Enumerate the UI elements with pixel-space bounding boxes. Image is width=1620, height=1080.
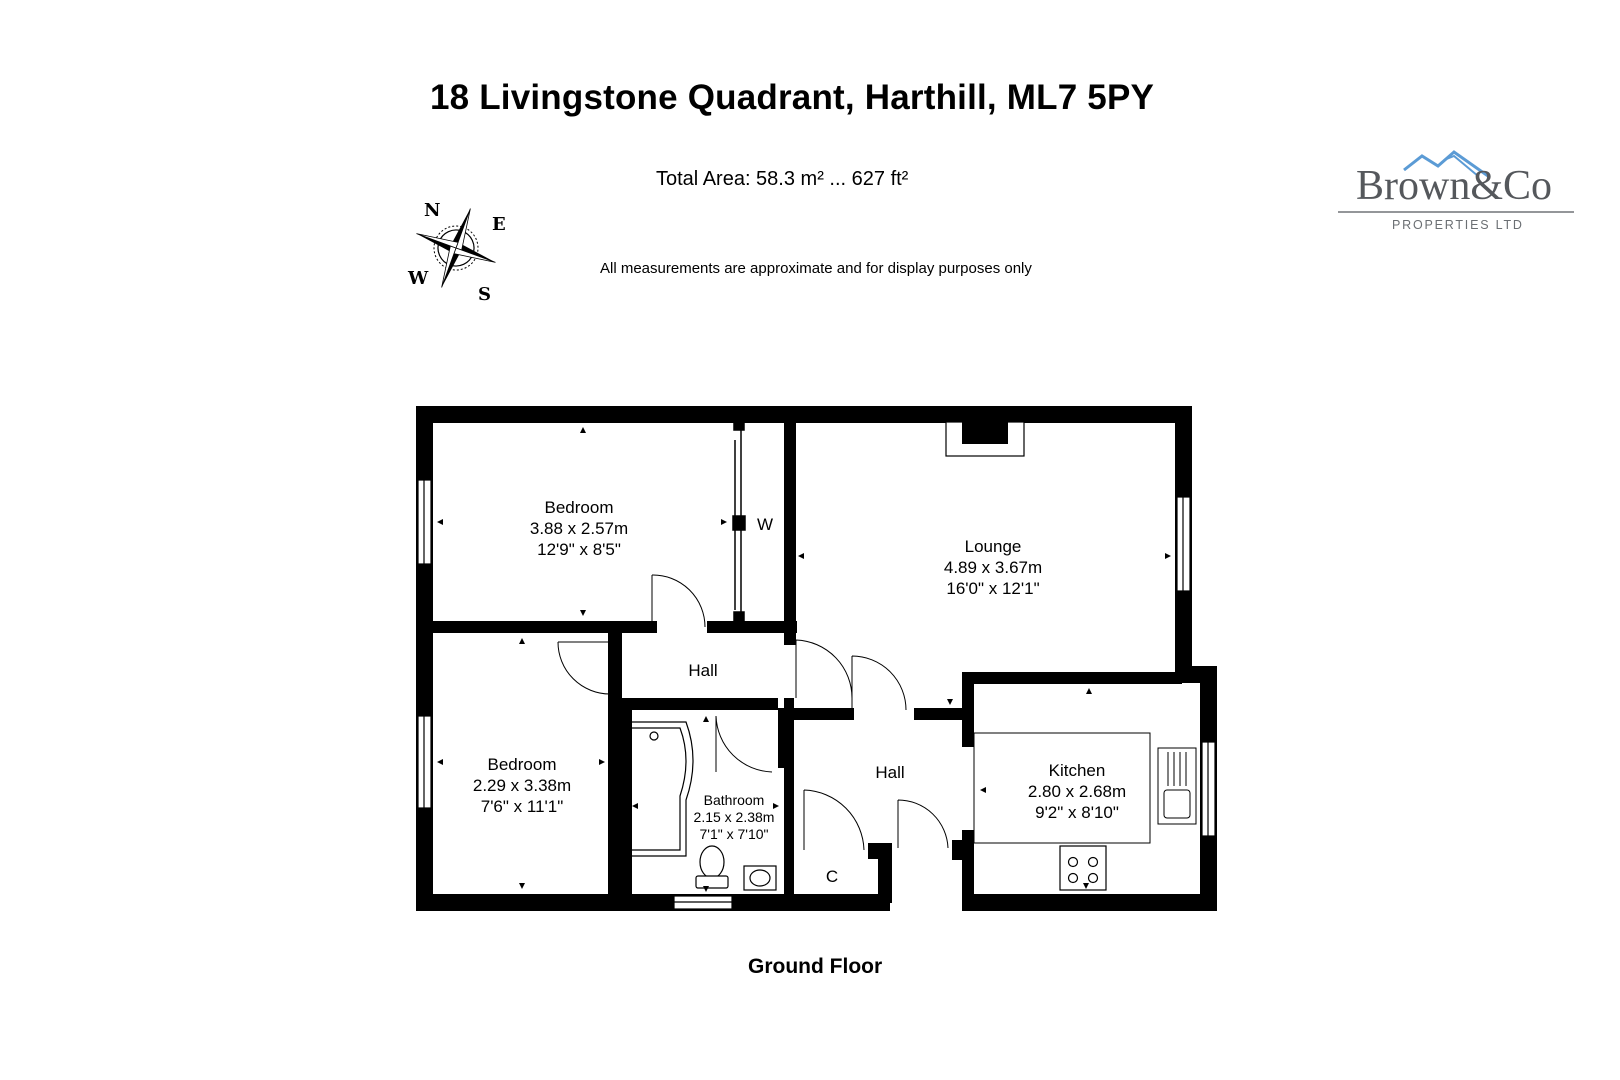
compass-w: W (407, 268, 429, 289)
brand-logo: Brown&Co PROPERTIES LTD (1338, 148, 1574, 238)
room-name: Bedroom (487, 755, 557, 774)
room-name: Bedroom (544, 498, 614, 517)
measurement-arrows (437, 427, 1171, 892)
door-swings (557, 574, 949, 851)
room-imperial: 12'9" x 8'5" (537, 540, 621, 559)
room-metric: 2.80 x 2.68m (1027, 782, 1127, 801)
room-metric: 2.15 x 2.38m (693, 809, 775, 825)
plan-title: 18 Livingstone Quadrant, Harthill, ML7 5… (429, 78, 1155, 117)
compass-s: S (478, 284, 491, 305)
room-wardrobe: W (756, 515, 774, 534)
disclaimer: All measurements are approximate and for… (600, 260, 1032, 277)
room-kitchen: Kitchen 2.80 x 2.68m 9'2" x 8'10" (1028, 760, 1126, 823)
bath-icon (623, 721, 694, 857)
room-hall-upper: Hall (688, 661, 718, 680)
room-imperial: 7'6" x 11'1" (480, 797, 564, 816)
room-bathroom: Bathroom 2.15 x 2.38m 7'1" x 7'10" (694, 792, 775, 843)
windows (417, 479, 1216, 910)
room-hall-lower: Hall (875, 763, 905, 782)
room-bedroom-1: Bedroom 3.88 x 2.57m 12'9" x 8'5" (530, 497, 628, 560)
logo-name: Brown&Co (1356, 163, 1553, 209)
room-name: Lounge (964, 537, 1022, 556)
room-lounge: Lounge 4.89 x 3.67m 16'0" x 12'1" (944, 536, 1042, 599)
total-area: Total Area: 58.3 m² ... 627 ft² (656, 168, 909, 190)
fireplace-icon (945, 421, 1025, 457)
hob-icon (1059, 845, 1107, 891)
floor-label: Ground Floor (748, 955, 883, 978)
compass-n: N (424, 200, 440, 221)
room-name: Bathroom (703, 792, 765, 808)
room-imperial: 9'2" x 8'10" (1035, 803, 1119, 822)
room-metric: 4.89 x 3.67m (943, 558, 1043, 577)
kitchen-sink-icon (1157, 747, 1197, 825)
roof-icon (1338, 150, 1574, 213)
compass-e: E (492, 214, 506, 235)
room-name: Kitchen (1048, 761, 1106, 780)
walls (416, 406, 1217, 911)
room-imperial: 7'1" x 7'10" (699, 826, 769, 842)
room-metric: 2.29 x 3.38m (472, 776, 572, 795)
room-metric: 3.88 x 2.57m (529, 519, 629, 538)
compass-icon: N E S W (402, 196, 522, 306)
room-cupboard: C (825, 867, 839, 886)
toilet-icon (695, 845, 729, 889)
wardrobe-doors (732, 419, 746, 623)
sink-icon (743, 865, 777, 891)
room-bedroom-2: Bedroom 2.29 x 3.38m 7'6" x 11'1" (473, 754, 571, 817)
room-imperial: 16'0" x 12'1" (946, 579, 1040, 598)
logo-tagline: PROPERTIES LTD (1392, 218, 1524, 232)
worktop (973, 732, 1151, 844)
